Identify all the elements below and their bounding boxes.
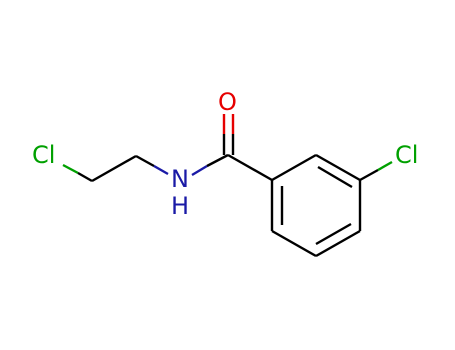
atom-label-cl-right: Cl: [395, 141, 418, 169]
ring-bond-2: [315, 153, 361, 182]
bond-c2-to-n-blue: [153, 164, 169, 176]
bond-c1-to-c2: [91, 154, 137, 183]
bond-c2-to-n: [135, 154, 155, 168]
bond-carbonyl-to-ring: [227, 153, 273, 182]
ring-inner-bond-3: [317, 165, 353, 189]
ring-inner-bond-2: [315, 222, 352, 246]
bond-n-to-carbonyl-blue: [191, 164, 208, 177]
bond-n-to-carbonyl: [206, 153, 229, 168]
atom-label-hydrogen: H: [171, 192, 189, 220]
ring-bond-4: [315, 229, 361, 258]
bond-cl-left-to-c1: [62, 163, 79, 175]
bond-ring-to-cl-right-green: [377, 160, 393, 172]
bond-cl-left-to-c1-dark: [77, 171, 93, 183]
atom-label-oxygen: O: [218, 88, 237, 116]
bond-ring-to-cl-right: [359, 168, 379, 182]
ring-bond-5: [271, 229, 317, 258]
ring-bond-1: [271, 153, 317, 182]
atom-label-nitrogen: N: [171, 165, 189, 193]
atom-label-cl-left: Cl: [32, 141, 55, 169]
